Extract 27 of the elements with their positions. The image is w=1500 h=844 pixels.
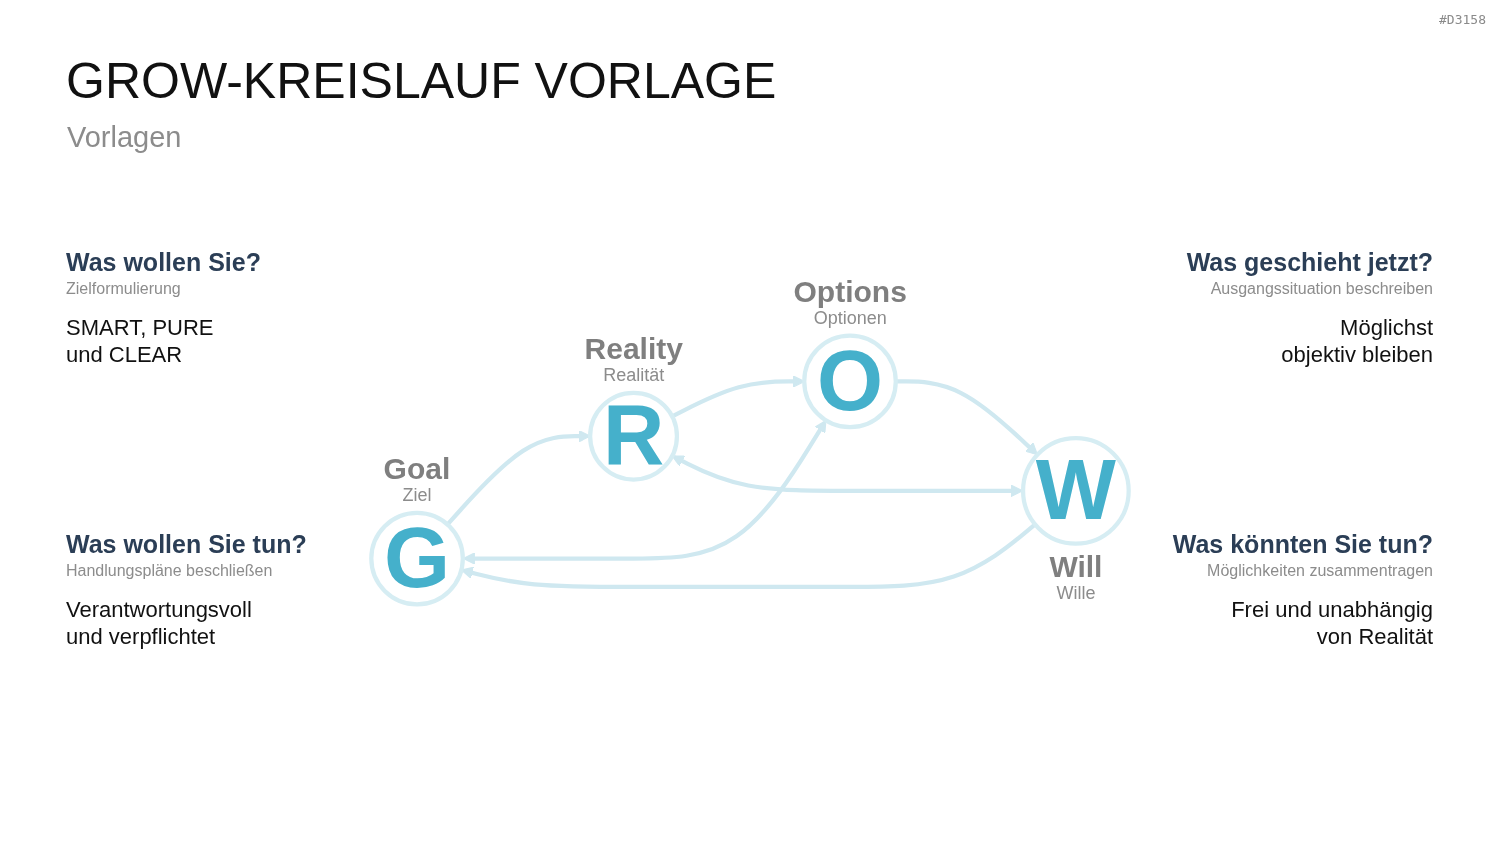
- step-translation: Realität: [603, 364, 665, 387]
- letter-circle: R: [588, 388, 680, 483]
- letter-circle: W: [1020, 435, 1131, 546]
- subtitle: Vorlagen: [67, 120, 182, 155]
- hint-text: Zielformulierung: [66, 278, 182, 298]
- reference-code: #D3158: [1439, 12, 1486, 27]
- note-text: Verantwortungsvoll und verpflichtet: [66, 595, 253, 651]
- letter-circle: G: [369, 510, 465, 607]
- step-translation: Wille: [1055, 582, 1097, 605]
- hint-text: Möglichkeiten zusammentragen: [1206, 560, 1433, 580]
- question-heading: Was wollen Sie?: [66, 248, 262, 277]
- note-text: SMART, PURE und CLEAR: [66, 313, 215, 369]
- title: GROW-KREISLAUF VORLAGE: [66, 54, 777, 109]
- question-heading: Was könnten Sie tun?: [1172, 530, 1433, 559]
- step-translation: Optionen: [813, 307, 887, 330]
- question-heading: Was geschieht jetzt?: [1186, 248, 1433, 277]
- step-name: Goal: [383, 451, 451, 485]
- step-name: Options: [793, 274, 907, 308]
- letter-circle: O: [802, 333, 898, 430]
- step-name: Will: [1049, 549, 1103, 583]
- step-translation: Ziel: [401, 484, 433, 507]
- step-name: Reality: [584, 331, 683, 365]
- question-heading: Was wollen Sie tun?: [66, 530, 307, 559]
- hint-text: Ausgangssituation beschreiben: [1209, 278, 1433, 298]
- note-text: Frei und unabhängig von Realität: [1230, 595, 1433, 651]
- hint-text: Handlungspläne beschließen: [66, 560, 274, 580]
- note-text: Möglichst objektiv bleiben: [1280, 313, 1433, 369]
